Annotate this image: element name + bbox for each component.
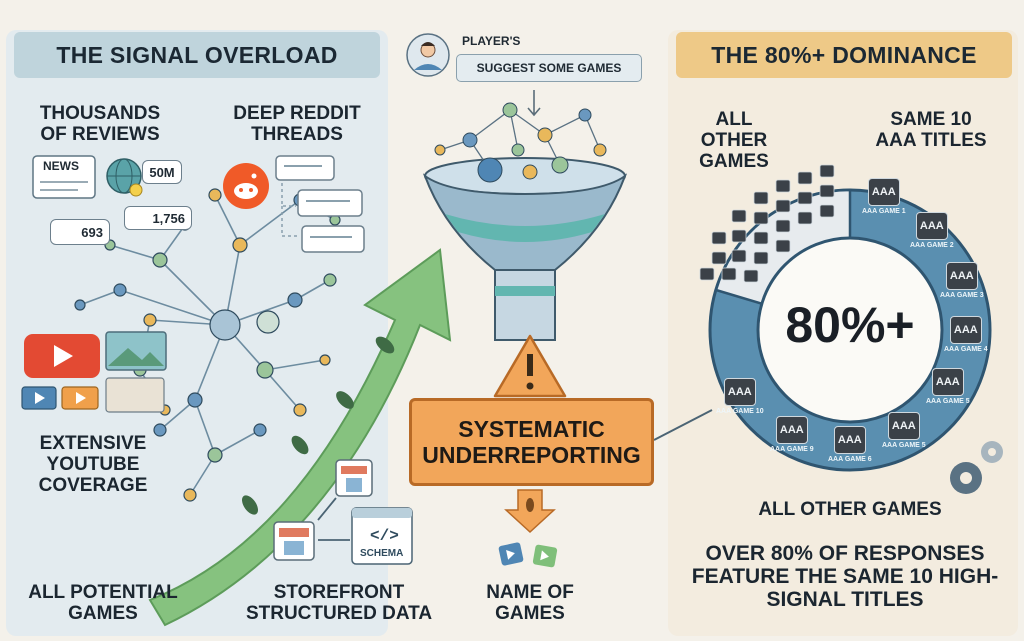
aaa-caption: AAA GAME 5 [882, 442, 926, 449]
deep-reddit-threads-label: DEEP REDDIT THREADS [233, 103, 361, 145]
aaa-game-5: AAA AAA GAME 5 [926, 368, 970, 405]
player-avatar-icon [406, 33, 450, 77]
aaa-game-10: AAA AAA GAME 10 [716, 378, 764, 415]
systematic-underreporting-box: SYSTEMATIC UNDERREPORTING [409, 398, 654, 486]
all-potential-games-label: ALL POTENTIAL GAMES [28, 582, 178, 624]
name-of-games-label: NAME OF GAMES [486, 582, 574, 624]
aaa-caption: AAA GAME 1 [862, 208, 906, 215]
funnel-icon [422, 157, 628, 341]
aaa-game-5b: AAA AAA GAME 5 [882, 412, 926, 449]
game-icons [498, 542, 558, 568]
aaa-game-1: AAA AAA GAME 1 [862, 178, 906, 215]
player-label: PLAYER'S [462, 34, 521, 48]
all-other-games-top-label: ALL OTHER GAMES [699, 109, 769, 172]
aaa-game-6: AAA AAA GAME 6 [828, 426, 872, 463]
storefront-icon [273, 459, 373, 561]
signal-overload-panel [6, 30, 388, 636]
thread-bubbles [275, 155, 365, 253]
aaa-tile: AAA [723, 378, 756, 406]
aaa-game-2: AAA AAA GAME 2 [910, 212, 954, 249]
signal-overload-title: THE SIGNAL OVERLOAD [14, 32, 380, 78]
globe-icon [106, 158, 143, 197]
aaa-caption: AAA GAME 6 [828, 456, 872, 463]
aaa-caption: AAA GAME 3 [940, 292, 984, 299]
aaa-caption: AAA GAME 10 [716, 408, 764, 415]
aaa-tile: AAA [915, 212, 948, 240]
storefront-structured-data-label: STOREFRONT STRUCTURED DATA [245, 582, 433, 624]
svg-text:</>: </> [370, 527, 399, 545]
aaa-tile: AAA [867, 178, 900, 206]
aaa-game-3: AAA AAA GAME 3 [940, 262, 984, 299]
youtube-play-icon [24, 334, 100, 378]
all-other-games-bottom-label: ALL OTHER GAMES [758, 499, 942, 520]
other-games-tiles [699, 164, 835, 283]
extensive-youtube-label: EXTENSIVE YOUTUBE COVERAGE [38, 433, 148, 496]
schema-tag: SCHEMA [360, 548, 404, 559]
dominance-percentage: 80%+ [785, 297, 915, 353]
aaa-tile: AAA [833, 426, 866, 454]
player-query-bubble: SUGGEST SOME GAMES [456, 54, 642, 82]
aaa-tile: AAA [945, 262, 978, 290]
news-badge: NEWS [43, 159, 79, 173]
dominance-title: THE 80%+ DOMINANCE [676, 32, 1012, 78]
rating-count-badge: 1,756 [124, 206, 192, 230]
video-thumbnail-icon [21, 331, 167, 413]
aaa-caption: AAA GAME 9 [770, 446, 814, 453]
google-count-badge: 693 [50, 219, 110, 245]
growth-arrow [148, 248, 452, 627]
dominance-footer: OVER 80% OF RESPONSES FEATURE THE SAME 1… [691, 542, 999, 612]
same-10-aaa-label: SAME 10 AAA TITLES [875, 109, 987, 151]
aaa-tile: AAA [887, 412, 920, 440]
aaa-game-4: AAA AAA GAME 4 [944, 316, 988, 353]
aaa-tile: AAA [775, 416, 808, 444]
aaa-caption: AAA GAME 2 [910, 242, 954, 249]
gear-icon [950, 441, 1003, 494]
reddit-icon [223, 163, 269, 209]
aaa-caption: AAA GAME 4 [944, 346, 988, 353]
warning-icon [493, 334, 567, 398]
aaa-tile: AAA [949, 316, 982, 344]
output-arrow [504, 489, 556, 534]
aaa-game-9: AAA AAA GAME 9 [770, 416, 814, 453]
views-badge: 50M [142, 160, 182, 184]
thousands-of-reviews-label: THOUSANDS OF REVIEWS [39, 103, 161, 145]
aaa-tile: AAA [931, 368, 964, 396]
news-icon [32, 155, 96, 199]
footprint-icon [242, 336, 395, 515]
code-schema-icon: </> [351, 507, 413, 565]
aaa-caption: AAA GAME 5 [926, 398, 970, 405]
